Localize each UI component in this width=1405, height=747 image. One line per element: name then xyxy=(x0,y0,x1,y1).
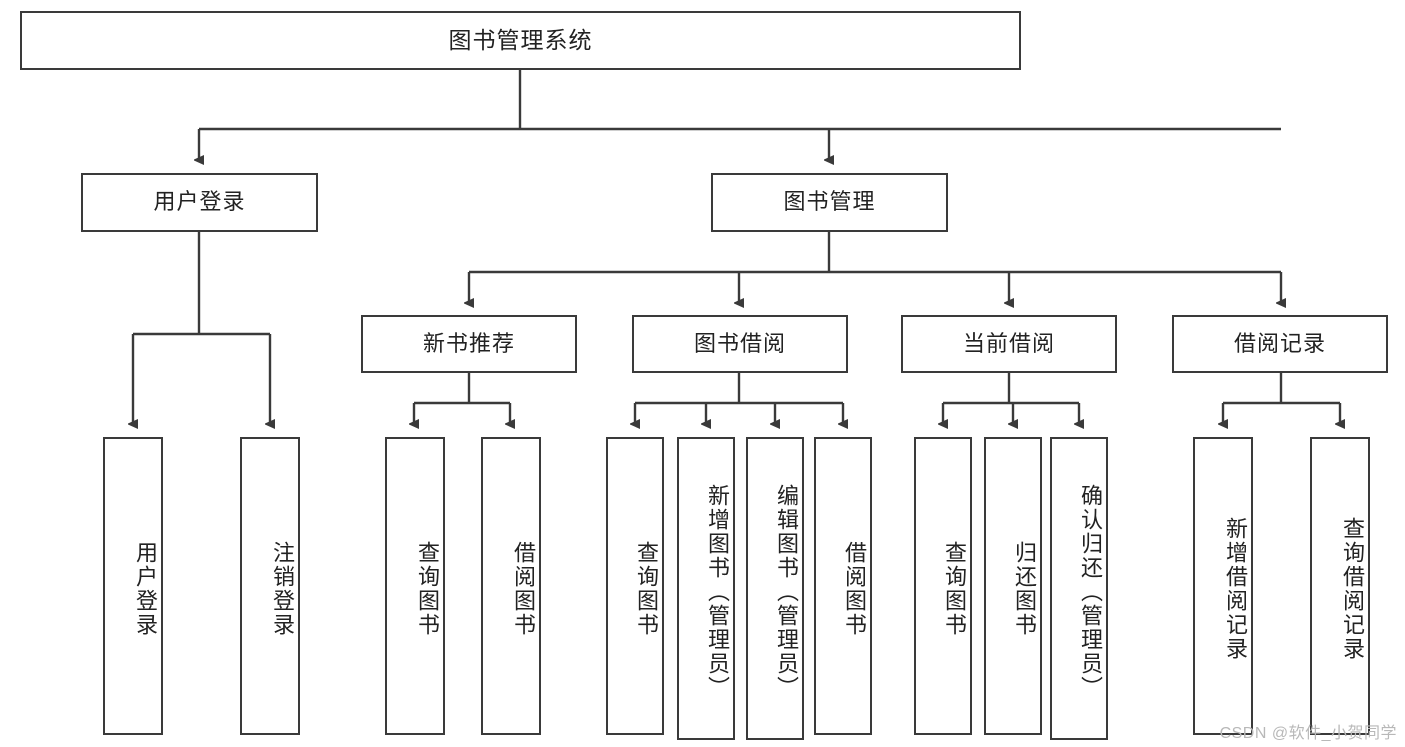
leaf-user-login-login[interactable]: 用户登录 xyxy=(103,437,163,735)
leaf-new-book-borrow[interactable]: 借阅图书 xyxy=(481,437,541,735)
leaf-book-borrow-query[interactable]: 查询图书 xyxy=(606,437,664,735)
leaf-user-login-logout[interactable]: 注销登录 xyxy=(240,437,300,735)
node-borrow-record[interactable]: 借阅记录 xyxy=(1172,315,1388,373)
node-user-login[interactable]: 用户登录 xyxy=(81,173,318,232)
watermark-text: CSDN @软件_小贺同学 xyxy=(1219,725,1397,742)
node-book-borrow[interactable]: 图书借阅 xyxy=(632,315,848,373)
node-current-borrow[interactable]: 当前借阅 xyxy=(901,315,1117,373)
leaf-current-borrow-query[interactable]: 查询图书 xyxy=(914,437,972,735)
leaf-borrow-record-add[interactable]: 新增借阅记录 xyxy=(1193,437,1253,735)
leaf-book-borrow-edit[interactable]: 编辑图书（管理员） xyxy=(746,437,804,740)
leaf-book-borrow-borrow[interactable]: 借阅图书 xyxy=(814,437,872,735)
leaf-book-borrow-add[interactable]: 新增图书（管理员） xyxy=(677,437,735,740)
leaf-current-borrow-return[interactable]: 归还图书 xyxy=(984,437,1042,735)
leaf-new-book-query[interactable]: 查询图书 xyxy=(385,437,445,735)
node-new-book-recommend[interactable]: 新书推荐 xyxy=(361,315,577,373)
node-root-system[interactable]: 图书管理系统 xyxy=(20,11,1021,70)
leaf-current-borrow-confirm-return[interactable]: 确认归还（管理员） xyxy=(1050,437,1108,740)
leaf-borrow-record-query[interactable]: 查询借阅记录 xyxy=(1310,437,1370,735)
node-book-management[interactable]: 图书管理 xyxy=(711,173,948,232)
